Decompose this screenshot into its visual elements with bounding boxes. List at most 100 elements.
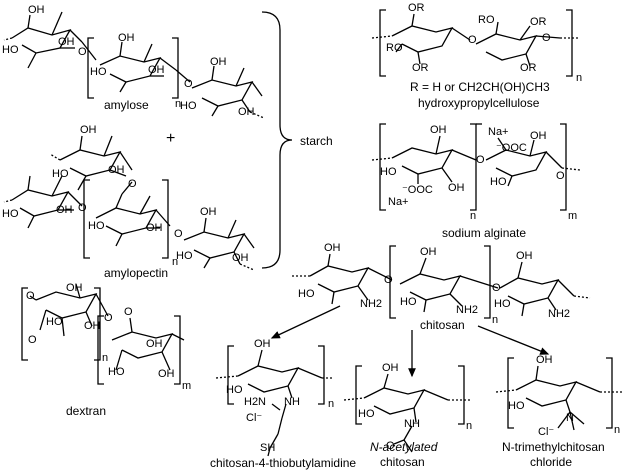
label-chitosan-tba: chitosan-4-thiobutylamidine	[210, 456, 357, 470]
atom-ho: HO	[90, 66, 107, 78]
atom-oh: OH	[84, 320, 101, 332]
atom-n: n	[492, 314, 499, 326]
atom-n: n	[172, 256, 179, 268]
n-acetylated-structure	[343, 365, 470, 453]
n-trimethyl-structure	[495, 357, 622, 431]
atom-sh: SH	[260, 442, 276, 454]
atom-oh: OH	[210, 56, 227, 68]
label-n-trimethyl-1: N-trimethylchitosan	[502, 440, 605, 454]
atom-o: O	[542, 32, 551, 44]
atom-n: n	[576, 72, 583, 84]
label-hpc-r-def: R = H or CH2CH(OH)CH3	[410, 80, 550, 94]
atom-n: n	[175, 98, 182, 110]
atom-nh: NH	[284, 396, 300, 408]
label-hpc: hydroxypropylcellulose	[418, 96, 540, 110]
atom-o: O	[28, 334, 37, 346]
atom-nh: NH	[404, 418, 420, 430]
atom-ooc: ⁻OOC	[402, 184, 433, 196]
atom-oh: OH	[56, 204, 73, 216]
label-starch: starch	[300, 134, 333, 148]
amylopectin-structure	[3, 135, 255, 271]
label-n-acetylated-2: chitosan	[380, 455, 425, 469]
atom-o: O	[78, 202, 87, 214]
atom-o: O	[128, 178, 137, 190]
atom-ho: HO	[400, 296, 417, 308]
atom-coo: ⁻OOC	[496, 142, 527, 154]
atom-ro: RO	[386, 42, 403, 54]
atom-oh: OH	[108, 164, 125, 176]
atom-oh: OH	[232, 252, 249, 264]
atom-oh: OH	[516, 250, 533, 262]
atom-ho: HO	[2, 44, 19, 56]
chitosan-structure	[292, 245, 591, 319]
atom-oh: OH	[28, 4, 45, 16]
atom-n: n	[328, 398, 335, 410]
atom-oh: OH	[146, 338, 163, 350]
atom-oh: OH	[430, 124, 447, 136]
atom-oh: OH	[80, 124, 97, 136]
atom-ho: HO	[176, 250, 193, 262]
alginate-structure	[371, 123, 581, 211]
atom-oh: OH	[66, 282, 83, 294]
arrow-to-tba	[270, 305, 341, 339]
atom-o: O	[384, 274, 393, 286]
atom-ho: HO	[52, 168, 69, 180]
atom-n-plus: N	[566, 412, 574, 424]
dextran-structure	[21, 283, 185, 385]
atom-oh: OH	[238, 106, 255, 118]
label-amylopectin: amylopectin	[104, 266, 169, 280]
atom-nh2: NH2	[456, 304, 479, 316]
atom-ho: HO	[380, 166, 397, 178]
atom-na: Na+	[488, 126, 509, 138]
atom-oh: OH	[58, 36, 75, 48]
atom-or: OR	[412, 62, 429, 74]
atom-m: m	[182, 380, 192, 392]
atom-or: OR	[520, 62, 537, 74]
atom-nh2: NH2	[548, 308, 571, 320]
atom-na: Na+	[388, 196, 409, 208]
label-amylose: amylose	[104, 98, 149, 112]
atom-n: n	[470, 210, 477, 222]
atom-oh: OH	[118, 32, 135, 44]
atom-m: m	[568, 210, 578, 222]
atom-o: O	[184, 78, 193, 90]
atom-oh: OH	[536, 354, 553, 366]
atom-ho: HO	[2, 208, 19, 220]
label-sodium-alginate: sodium alginate	[442, 226, 527, 240]
atom-oh: OH	[324, 242, 341, 254]
amylose-structure	[3, 11, 265, 119]
atom-ho: HO	[490, 176, 507, 188]
atom-ho: HO	[180, 100, 197, 112]
atom-ho: HO	[494, 298, 511, 310]
atom-ho: HO	[88, 220, 105, 232]
atom-ho: HO	[226, 384, 243, 396]
atom-n: n	[466, 420, 473, 432]
atom-o: O	[78, 46, 87, 58]
atom-ho: HO	[108, 366, 125, 378]
atom-o: O	[492, 282, 501, 294]
atom-or: OR	[408, 2, 425, 14]
atom-h2n: H2N	[244, 396, 267, 408]
atom-o: O	[468, 34, 477, 46]
atom-oh: OH	[158, 368, 175, 380]
atom-cl: Cl⁻	[538, 426, 555, 438]
label-plus: +	[166, 130, 176, 147]
atom-or: OR	[530, 16, 547, 28]
atom-ro: RO	[478, 14, 495, 26]
atom-oh: OH	[420, 246, 437, 258]
atom-o: O	[476, 154, 485, 166]
atom-o: O	[174, 228, 183, 240]
atom-o: O	[26, 290, 35, 302]
chitosan-tba-structure	[215, 345, 334, 457]
hpc-structure	[371, 9, 578, 77]
label-n-acetylated-1: N-acetylated	[370, 440, 438, 454]
atom-cl: Cl⁻	[246, 412, 263, 424]
atom-oh: OH	[146, 222, 163, 234]
atom-o: O	[556, 170, 565, 182]
atom-oh: OH	[448, 182, 465, 194]
atom-o: O	[104, 312, 113, 324]
atom-oh: OH	[382, 362, 399, 374]
atom-oh: OH	[200, 206, 217, 218]
label-dextran: dextran	[66, 404, 107, 418]
